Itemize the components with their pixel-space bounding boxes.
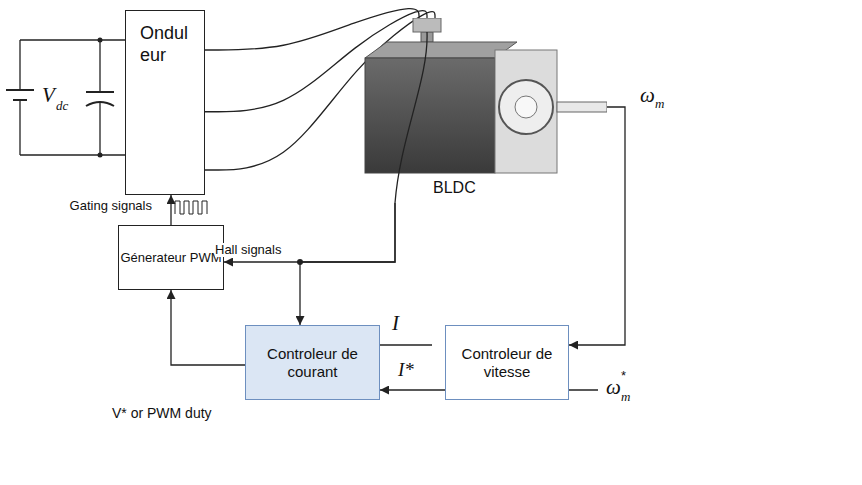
pwm-generator-box: Génerateur PWM: [118, 225, 224, 290]
signal-arrow: [170, 195, 171, 225]
signal-label: Hall signals: [215, 243, 281, 257]
signal-arrow: [380, 389, 445, 390]
current-reference-label: I*: [398, 360, 414, 381]
inverter-box: Ondul eur: [125, 10, 205, 195]
speed-ref-symbol: ω: [606, 376, 621, 399]
dc-source: [6, 40, 125, 155]
speed-subscript: m: [655, 97, 664, 111]
junction-dot: [98, 38, 103, 43]
motor-illustration: [345, 18, 607, 203]
capacitor-symbol: [86, 40, 114, 155]
pwm-pulse-icon: [175, 201, 207, 214]
junction-dot: [98, 153, 103, 158]
bldc-motor: BLDC: [345, 18, 607, 203]
signal-arrow: [569, 107, 625, 345]
reference-star: *: [621, 369, 626, 383]
voltage-subscript: dc: [56, 99, 68, 113]
box-title: Controleur de courant: [246, 345, 379, 381]
current-controller-box: Controleur de courant: [245, 325, 380, 400]
motor-name: BLDC: [433, 178, 476, 197]
box-title: Controleur de vitesse: [446, 345, 568, 381]
signal-arrow: [300, 203, 395, 325]
box-title: Ondul eur: [140, 23, 198, 66]
signal-label: Gating signals: [30, 199, 152, 213]
signal-arrow: [171, 290, 245, 365]
speed-controller-box: Controleur de vitesse: [445, 325, 569, 400]
signal-label: V* or PWM duty: [112, 406, 212, 421]
voltage-symbol: V: [42, 84, 55, 107]
speed-symbol: ω: [640, 84, 655, 107]
box-title: Génerateur PWM: [120, 250, 221, 266]
current-symbol: I: [392, 312, 399, 335]
speed-ref-subscript: m: [621, 390, 630, 404]
